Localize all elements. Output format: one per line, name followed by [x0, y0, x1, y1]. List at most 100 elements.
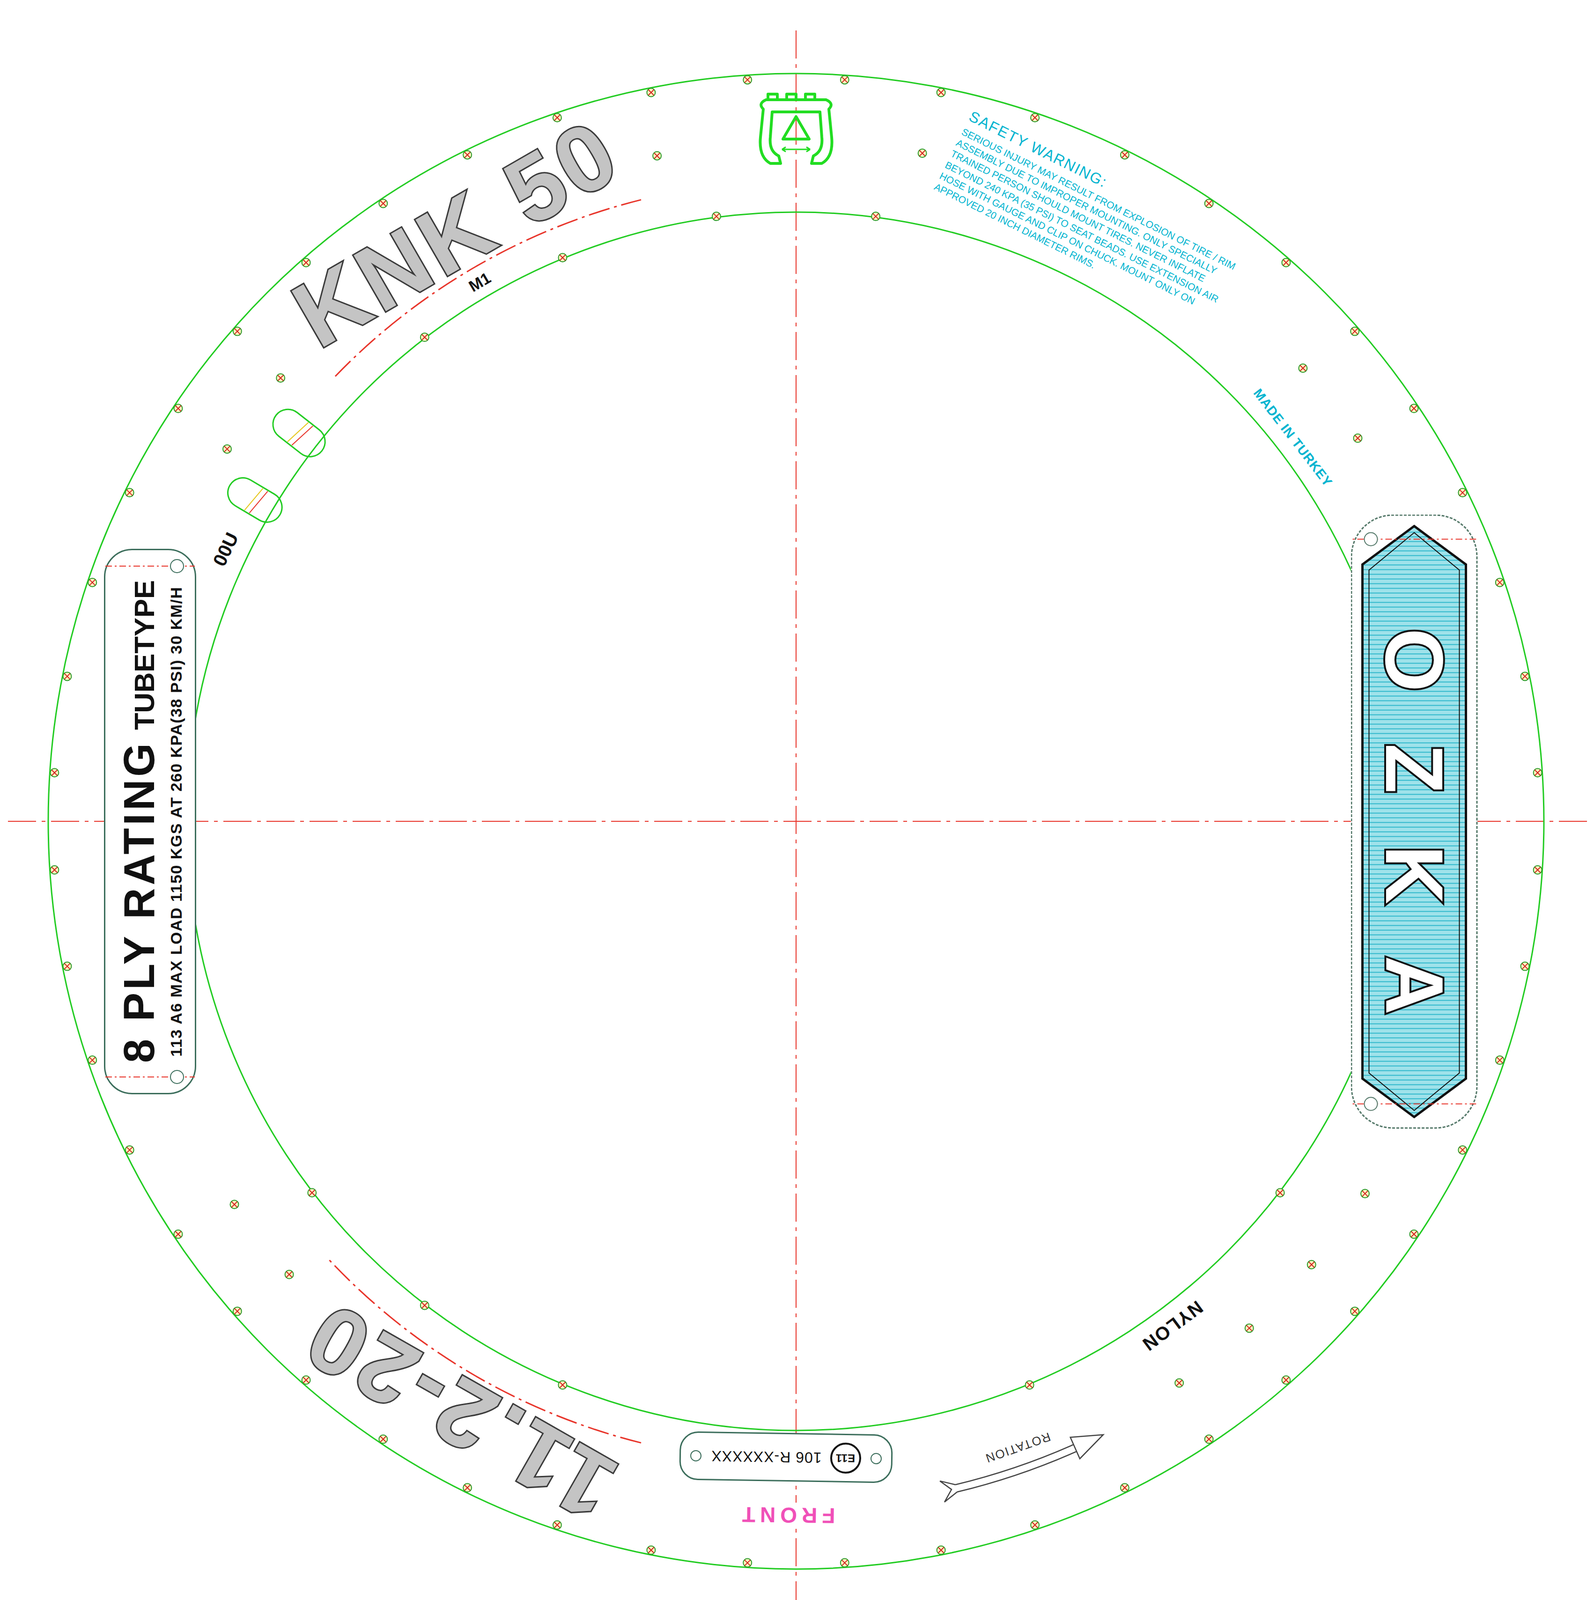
vent-marker	[233, 327, 242, 336]
vent-circle	[1307, 1260, 1316, 1270]
vent-marker	[1520, 962, 1530, 971]
vent-cross	[1283, 259, 1289, 266]
vent-marker	[125, 1145, 134, 1155]
vent-marker	[1174, 1379, 1184, 1388]
vent-cross	[1355, 435, 1361, 442]
vent-circle	[1204, 1435, 1214, 1444]
vent-marker	[558, 253, 567, 262]
vent-marker	[1350, 1306, 1359, 1316]
vent-circle	[420, 1301, 429, 1310]
plate-hole	[170, 1070, 184, 1084]
text-row: E11 106 R-XXXXXX	[710, 1440, 862, 1474]
vent-cross	[872, 213, 879, 220]
text-row: E11	[835, 1452, 856, 1464]
vent-circle	[1409, 1230, 1419, 1239]
brand-name: OZKA	[1373, 576, 1456, 1067]
vent-marker	[840, 1558, 849, 1568]
vent-circle	[307, 1188, 317, 1197]
ply-material: NYLON	[1137, 1296, 1208, 1357]
vent-cross	[175, 1231, 182, 1238]
vent-marker	[1360, 1189, 1370, 1198]
vent-cross	[1497, 1057, 1503, 1063]
vent-cross	[126, 489, 133, 496]
plate-hole	[690, 1450, 702, 1462]
vent-cross	[89, 579, 96, 586]
vent-marker	[1350, 327, 1359, 336]
vent-marker	[1030, 113, 1040, 122]
vent-cross	[1411, 405, 1417, 412]
vent-marker	[1409, 1230, 1419, 1239]
vent-cross	[1534, 867, 1541, 873]
vent-cross	[648, 1547, 654, 1554]
vent-cross	[175, 405, 182, 412]
vent-cross	[1497, 579, 1503, 586]
load-index: 113 A6 MAX LOAD 1150 KGS AT 260 KPA(38 P…	[166, 586, 185, 1057]
vent-circle	[1533, 768, 1543, 777]
logo-hexagon	[1362, 525, 1467, 1117]
vent-cross	[1277, 1189, 1284, 1196]
tire-warning-icon	[760, 94, 832, 164]
vent-marker	[646, 88, 656, 97]
vent-cross	[1206, 200, 1212, 207]
approval-number: 106 R-XXXXXX	[710, 1447, 822, 1467]
vent-marker	[378, 199, 388, 208]
approval-circle: E11	[829, 1442, 862, 1474]
vent-circle	[50, 865, 59, 875]
vent-circle	[88, 578, 97, 587]
vent-circle	[1281, 1375, 1291, 1385]
vent-circle	[463, 1483, 472, 1492]
vent-marker	[871, 212, 880, 221]
vent-circle	[420, 332, 429, 342]
vent-cross	[654, 153, 660, 159]
vent-cross	[234, 1308, 241, 1314]
plate-hole	[1364, 1097, 1378, 1111]
vent-marker	[1030, 1520, 1040, 1530]
vent-marker	[646, 1546, 656, 1555]
vent-cross	[234, 328, 241, 335]
vent-marker	[1281, 258, 1291, 267]
outer-circle	[48, 73, 1544, 1570]
vent-cross	[380, 200, 386, 207]
vent-cross	[309, 1189, 315, 1196]
vent-circle	[1120, 150, 1130, 160]
vent-marker	[1298, 363, 1307, 373]
vent-marker	[233, 1306, 242, 1316]
vent-marker	[1120, 1483, 1130, 1492]
vent-marker	[307, 1188, 317, 1197]
vent-marker	[276, 373, 285, 383]
approval-code: E11	[835, 1452, 856, 1464]
vent-circle	[1458, 1145, 1467, 1155]
vent-marker	[463, 1483, 472, 1492]
vent-marker	[1204, 199, 1214, 208]
vent-cross	[1246, 1325, 1253, 1331]
vent-marker	[1458, 488, 1467, 497]
vent-circle	[558, 253, 567, 262]
vent-marker	[743, 1558, 752, 1568]
vent-circle	[1520, 962, 1530, 971]
vent-cross	[51, 867, 58, 873]
oval-mark	[291, 423, 313, 449]
vent-marker	[1276, 1188, 1285, 1197]
vent-marker	[174, 1230, 183, 1239]
oval-mark	[244, 486, 263, 513]
warning-text: SERIOUS INJURY MAY RESULT FROM EXPLOSION…	[931, 125, 1250, 334]
vent-marker	[285, 1270, 294, 1279]
vent-marker	[1120, 150, 1130, 160]
vent-circle	[88, 1055, 97, 1065]
vent-circle	[937, 88, 946, 97]
vent-circle	[1245, 1323, 1254, 1333]
vent-marker	[125, 488, 134, 497]
vent-cross	[919, 150, 926, 156]
vent-circle	[840, 75, 849, 84]
vent-circle	[1495, 1055, 1505, 1065]
plate-hole	[170, 559, 184, 573]
vent-circle	[378, 1435, 388, 1444]
vent-circle	[222, 444, 232, 454]
vent-marker	[1353, 434, 1363, 443]
vent-cross	[1459, 1147, 1466, 1153]
text-row: OZKA	[1373, 576, 1456, 1067]
vent-circle	[937, 1546, 946, 1555]
vent-circle	[1030, 1520, 1040, 1530]
vent-marker	[88, 578, 97, 587]
